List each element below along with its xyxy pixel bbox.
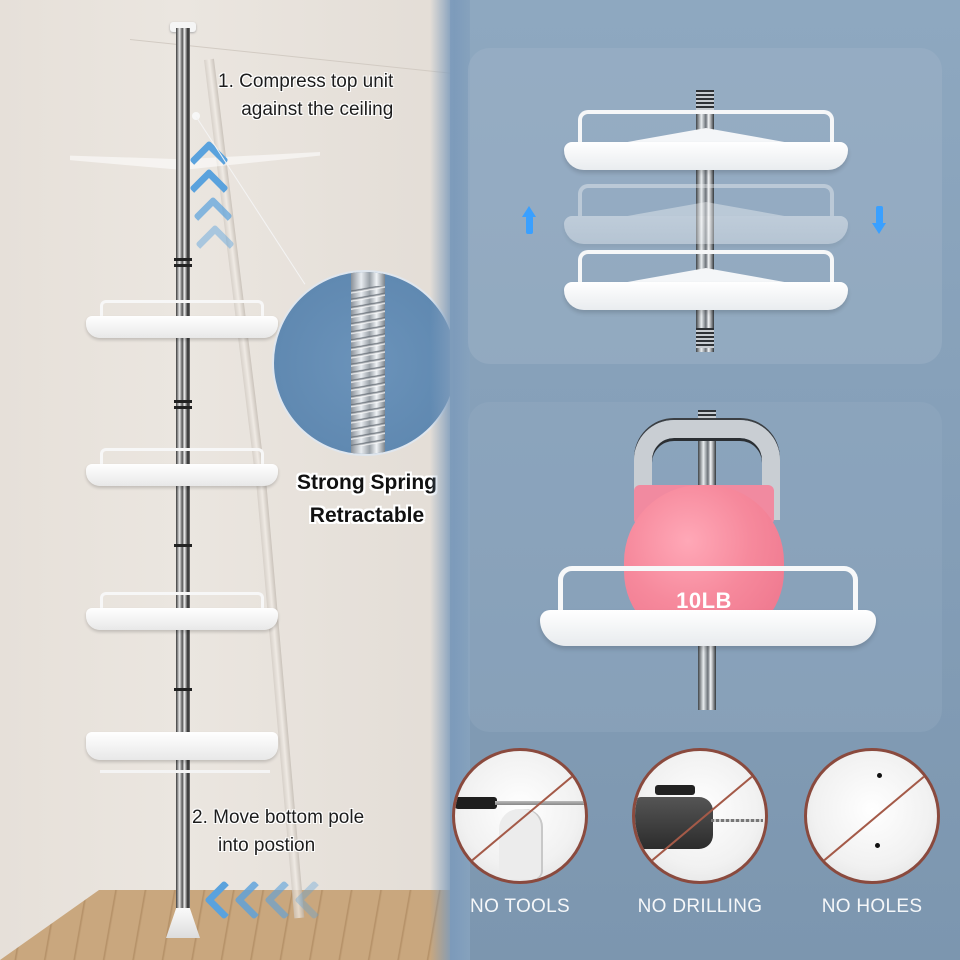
no-drilling-label: NO DRILLING [637, 896, 763, 917]
corner-shelf-1 [86, 300, 278, 338]
step-1-line-2: against the ceiling [241, 99, 394, 120]
rod-thread-top [696, 90, 714, 110]
no-drilling-badge: NO DRILLING [632, 748, 772, 917]
kettlebell-weight-label: 10LB [676, 588, 732, 613]
no-holes-label: NO HOLES [821, 896, 923, 917]
pole-top-cap [170, 22, 196, 32]
step-2-line-2: into postion [218, 835, 316, 856]
pole-joint [174, 544, 192, 547]
corner-shelf-4-with-hooks [86, 722, 278, 760]
adjust-shelf-bottom [564, 250, 848, 310]
pole-joint [174, 258, 192, 261]
step-2-instruction: 2. Move bottom pole into postion [192, 804, 364, 860]
spring-caption: Strong Spring Retractable [262, 466, 472, 532]
pole-joint [174, 400, 192, 403]
spring-caption-line-2: Retractable [309, 504, 425, 527]
drill-prohibited-icon [632, 748, 768, 884]
arrow-down-icon [872, 206, 886, 234]
arrow-up-icon [522, 206, 536, 234]
spring-caption-line-1: Strong Spring [297, 471, 437, 494]
rod-thread-bottom [696, 328, 714, 348]
step-1-instruction: 1. Compress top unit against the ceiling [218, 68, 393, 124]
hook-bar [100, 770, 270, 773]
pole-joint [174, 264, 192, 267]
adjust-shelf-top [564, 110, 848, 170]
no-tools-badge: NO TOOLS [452, 748, 592, 917]
callout-anchor-dot [192, 112, 200, 120]
load-shelf [540, 566, 876, 646]
pole-joint [174, 406, 192, 409]
step-2-line-1: 2. Move bottom pole [192, 807, 365, 828]
no-tools-label: NO TOOLS [470, 896, 570, 917]
corner-shelf-3 [86, 592, 278, 630]
step-1-line-1: 1. Compress top unit [218, 71, 394, 92]
spring-coil-icon [351, 286, 385, 446]
corner-shelf-2 [86, 448, 278, 486]
no-holes-badge: NO HOLES [804, 748, 944, 917]
screwdriver-prohibited-icon [452, 748, 588, 884]
adjust-shelf-ghost [564, 184, 848, 244]
left-installation-scene: 1. Compress top unit against the ceiling… [0, 0, 470, 960]
holes-prohibited-icon [804, 748, 940, 884]
pole-joint [174, 688, 192, 691]
load-rod-thread [698, 410, 716, 422]
